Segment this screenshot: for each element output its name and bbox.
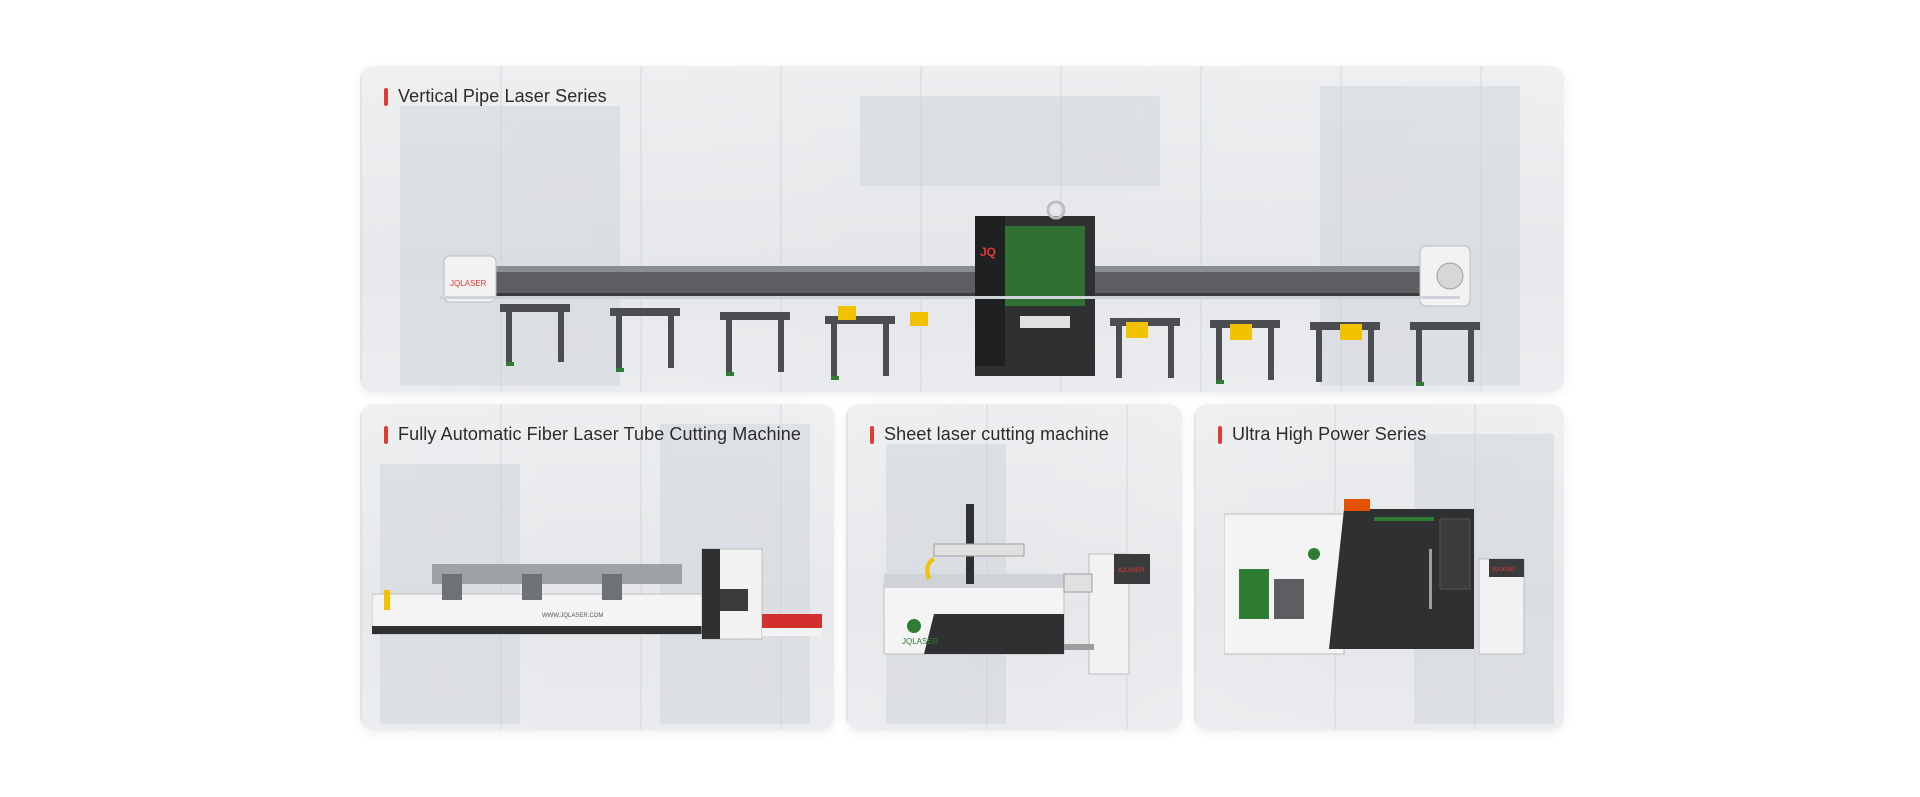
title-accent-bar — [384, 87, 388, 106]
ultra-high-power-machine-image: JQLASER — [1224, 499, 1559, 674]
svg-text:JQLASER: JQLASER — [902, 637, 939, 646]
product-card-ultra-high-power[interactable]: Ultra High Power Series JQLASER — [1194, 404, 1564, 730]
vertical-pipe-laser-machine-image: JQLASER JQ — [420, 126, 1540, 386]
sheet-cutting-machine-image: JQLASER JQLASER — [874, 504, 1164, 684]
tube-cutting-machine-image: WWW.JQLASER.COM — [372, 534, 827, 654]
card-title: Sheet laser cutting machine — [870, 424, 1109, 445]
svg-text:JQLASER: JQLASER — [1117, 568, 1145, 574]
card-title-text: Ultra High Power Series — [1232, 424, 1427, 444]
card-title: Ultra High Power Series — [1218, 424, 1426, 445]
svg-text:JQ: JQ — [980, 245, 996, 259]
product-card-sheet-cutting[interactable]: Sheet laser cutting machine JQLASER JQLA… — [846, 404, 1182, 730]
product-card-tube-cutting[interactable]: Fully Automatic Fiber Laser Tube Cutting… — [360, 404, 834, 730]
svg-text:WWW.JQLASER.COM: WWW.JQLASER.COM — [542, 613, 603, 619]
card-title-text: Fully Automatic Fiber Laser Tube Cutting… — [398, 424, 801, 444]
svg-text:JQLASER: JQLASER — [1492, 567, 1515, 573]
card-title: Fully Automatic Fiber Laser Tube Cutting… — [384, 424, 801, 445]
title-accent-bar — [1218, 425, 1222, 444]
card-title: Vertical Pipe Laser Series — [384, 86, 607, 107]
card-title-text: Vertical Pipe Laser Series — [398, 86, 607, 106]
product-card-vertical-pipe[interactable]: Vertical Pipe Laser Series JQLASER JQ — [360, 66, 1564, 392]
title-accent-bar — [870, 425, 874, 444]
card-title-text: Sheet laser cutting machine — [884, 424, 1109, 444]
svg-text:JQLASER: JQLASER — [450, 279, 487, 288]
title-accent-bar — [384, 425, 388, 444]
